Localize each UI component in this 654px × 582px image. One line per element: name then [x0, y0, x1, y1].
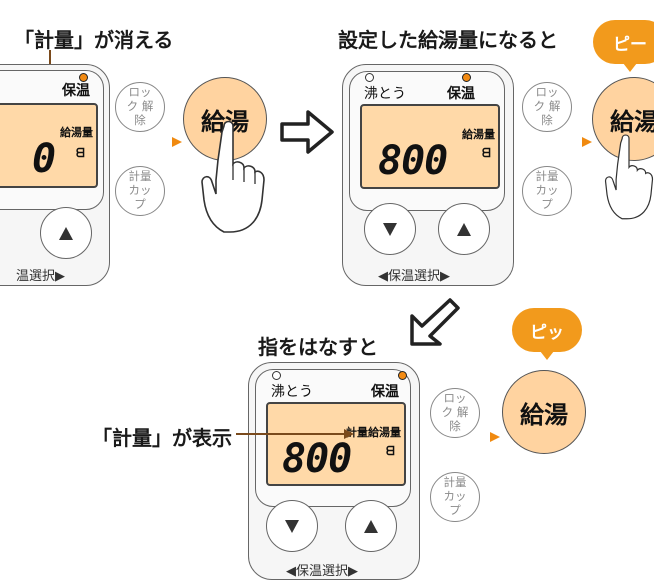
lcd-label: 計量給湯量 — [346, 426, 401, 439]
keep-warm-label: 保温 — [447, 86, 475, 102]
down-triangle-icon — [383, 222, 397, 236]
lock-release-button[interactable]: ロック 解除 — [430, 388, 480, 438]
beep-bubble: ピッ — [512, 308, 582, 360]
lock-release-button[interactable]: ロック 解除 — [115, 82, 165, 132]
keep-warm-select-label: ◀保温選択▶ — [378, 269, 451, 284]
keep-warm-lamp — [462, 73, 471, 82]
down-triangle-icon — [285, 519, 299, 533]
up-button[interactable] — [40, 207, 92, 259]
right-arrow-icon — [280, 110, 334, 154]
pointer-arrow — [172, 137, 182, 147]
hand-press-icon — [201, 120, 265, 233]
beep-bubble: ピー — [593, 20, 654, 72]
boil-label: 沸とう — [364, 86, 406, 102]
lcd-display — [360, 104, 500, 189]
pointer-arrow — [490, 432, 500, 442]
lcd-display — [0, 103, 98, 188]
down-button[interactable] — [364, 203, 416, 255]
lcd-label: 給湯量 — [462, 128, 495, 141]
lock-release-button[interactable]: ロック 解除 — [522, 82, 572, 132]
hand-press-icon — [604, 134, 654, 220]
cup-icon: ᗺ — [386, 444, 395, 458]
boil-label: 沸とう — [271, 384, 313, 400]
boil-lamp — [365, 73, 374, 82]
measure-cup-button[interactable]: 計量 カップ — [522, 166, 572, 216]
up-triangle-icon — [59, 226, 73, 240]
boil-lamp — [272, 371, 281, 380]
caption-release-finger: 指をはなすと — [258, 335, 378, 359]
down-left-arrow-icon — [410, 298, 460, 346]
hot-water-button[interactable]: 給湯 — [502, 370, 586, 454]
keep-warm-label: 保温 — [371, 384, 399, 400]
keep-warm-label: 保温 — [62, 83, 90, 99]
pointer-arrow — [582, 137, 592, 147]
caption-reaches-set-amount: 設定した給湯量になると — [338, 28, 558, 52]
lcd-value: 800 — [378, 138, 448, 184]
up-button[interactable] — [345, 500, 397, 552]
lcd-value: 800 — [282, 436, 352, 482]
measure-cup-button[interactable]: 計量 カップ — [430, 472, 480, 522]
up-triangle-icon — [364, 519, 378, 533]
keep-warm-lamp — [398, 371, 407, 380]
lcd-value: 0 — [32, 136, 56, 182]
up-button[interactable] — [438, 203, 490, 255]
caption-meter-disappears: 「計量」が消える — [14, 28, 174, 52]
lcd-label: 給湯量 — [60, 126, 93, 139]
keep-warm-lamp — [79, 73, 88, 82]
cup-icon: ᗺ — [76, 146, 85, 160]
measure-cup-button[interactable]: 計量 カップ — [115, 166, 165, 216]
caption-meter-displayed: 「計量」が表示 — [92, 426, 232, 450]
keep-warm-select-label: 温選択▶ — [16, 269, 66, 284]
cup-icon: ᗺ — [482, 146, 491, 160]
lcd-display — [266, 402, 406, 486]
leader-line — [236, 429, 354, 439]
up-triangle-icon — [457, 222, 471, 236]
down-button[interactable] — [266, 500, 318, 552]
keep-warm-select-label: ◀保温選択▶ — [286, 564, 359, 579]
